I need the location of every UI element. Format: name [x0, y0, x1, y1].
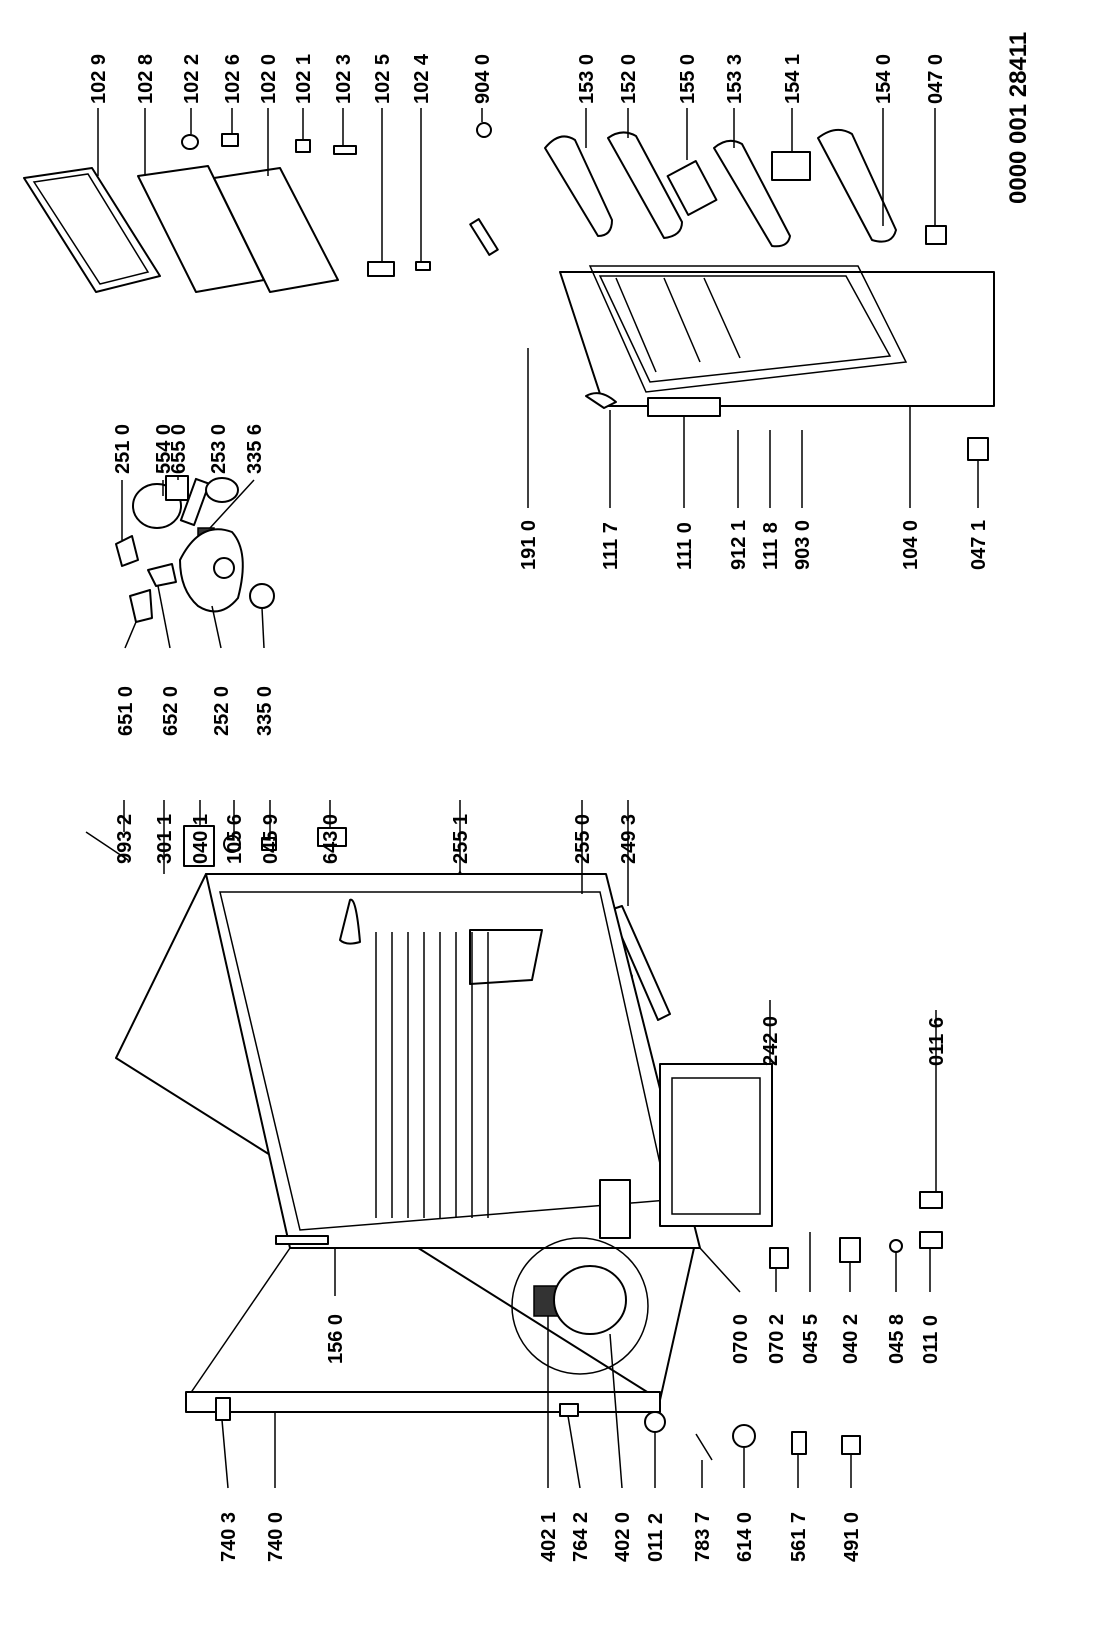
label-9030: 903 0: [792, 520, 814, 570]
label-2420: 242 0: [760, 1016, 782, 1066]
label-0455: 045 5: [800, 1314, 822, 1364]
label-1021: 102 1: [293, 54, 315, 104]
label-7400: 740 0: [265, 1512, 287, 1562]
label-1520: 152 0: [618, 54, 640, 104]
label-1026: 102 6: [222, 54, 244, 104]
label-9932: 993 2: [114, 814, 136, 864]
egg-tray-1550: [666, 160, 718, 216]
label-6140: 614 0: [734, 1512, 756, 1562]
leader-lines: [97, 108, 979, 1489]
label-1910: 191 0: [518, 520, 540, 570]
label-2520: 252 0: [211, 686, 233, 736]
trim-1029: [23, 167, 161, 293]
label-1118: 111 8: [760, 522, 782, 570]
label-1541: 154 1: [782, 54, 804, 104]
balcony-1520: [607, 131, 683, 239]
control-unit-group: [115, 475, 275, 623]
label-2493: 249 3: [618, 814, 640, 864]
label-0470: 047 0: [925, 54, 947, 104]
label-0402: 040 2: [840, 1314, 862, 1364]
label-7403: 740 3: [218, 1512, 240, 1562]
label-6430: 643 0: [320, 814, 342, 864]
label-0458: 045 8: [886, 1314, 908, 1364]
label-1040: 104 0: [900, 520, 922, 570]
housing-2520: [179, 528, 244, 613]
label-1110: 111 0: [674, 522, 696, 570]
label-9121: 912 1: [728, 520, 750, 570]
base-7400: [185, 1391, 661, 1413]
label-2530: 253 0: [208, 424, 230, 474]
door-trims-group: [23, 122, 492, 293]
label-2510: 251 0: [112, 424, 134, 474]
label-1550: 155 0: [677, 54, 699, 104]
label-2550: 255 0: [572, 814, 594, 864]
document-number: 0000 001 28411: [1005, 32, 1032, 204]
label-0700: 070 0: [730, 1314, 752, 1364]
label-1540: 154 0: [873, 54, 895, 104]
label-2551: 255 1: [450, 814, 472, 864]
hardware-group: [644, 1191, 943, 1461]
label-0471: 047 1: [968, 520, 990, 570]
door-1040: [559, 271, 995, 407]
balcony-1540: [817, 128, 897, 243]
label-1533: 153 3: [724, 54, 746, 104]
label-3350: 335 0: [254, 686, 276, 736]
label-1025: 102 5: [372, 54, 394, 104]
door-balconies-group: [544, 128, 947, 248]
label-1022: 102 2: [181, 54, 203, 104]
label-1560: 156 0: [325, 1314, 347, 1364]
label-6550: 655 0: [168, 424, 190, 474]
label-6510: 651 0: [115, 686, 137, 736]
trim-1020: [213, 167, 339, 293]
label-0459: 045 9: [260, 814, 282, 864]
label-1029: 102 9: [88, 54, 110, 104]
label-1028: 102 8: [135, 54, 157, 104]
label-1056: 105 6: [224, 814, 246, 864]
crisper-2420: [659, 1063, 773, 1227]
balcony-1533: [713, 139, 791, 248]
cabinet-group: [115, 873, 773, 1421]
label-1020: 102 0: [258, 54, 280, 104]
label-6520: 652 0: [160, 686, 182, 736]
label-4910: 491 0: [841, 1512, 863, 1562]
door-1040-group: [469, 218, 995, 461]
label-1023: 102 3: [333, 54, 355, 104]
label-5540: 554 0: [153, 424, 175, 474]
label-5617: 561 7: [788, 1512, 810, 1562]
label-0110: 011 0: [920, 1315, 942, 1364]
label-3011: 301 1: [154, 814, 176, 864]
compressor-4020: [553, 1265, 627, 1335]
label-4021: 402 1: [538, 1512, 560, 1562]
holder-1541: [771, 151, 811, 181]
trim-2493: [609, 905, 671, 1021]
label-1117: 111 7: [600, 522, 622, 570]
label-0401: 040 1: [190, 814, 212, 864]
part-labels: 102 9 102 8 102 2 102 6 102 0 102 1 102 …: [88, 32, 1032, 1562]
balcony-1530: [544, 135, 613, 237]
label-0112: 011 2: [645, 1513, 667, 1562]
label-7837: 783 7: [692, 1512, 714, 1562]
label-9040: 904 0: [472, 54, 494, 104]
label-1024: 102 4: [411, 53, 433, 104]
label-4020: 402 0: [612, 1512, 634, 1562]
label-7642: 764 2: [570, 1512, 592, 1562]
label-0702: 070 2: [766, 1314, 788, 1364]
label-1530: 153 0: [576, 54, 598, 104]
label-0116: 011 6: [926, 1017, 948, 1066]
label-3356: 335 6: [244, 424, 266, 474]
